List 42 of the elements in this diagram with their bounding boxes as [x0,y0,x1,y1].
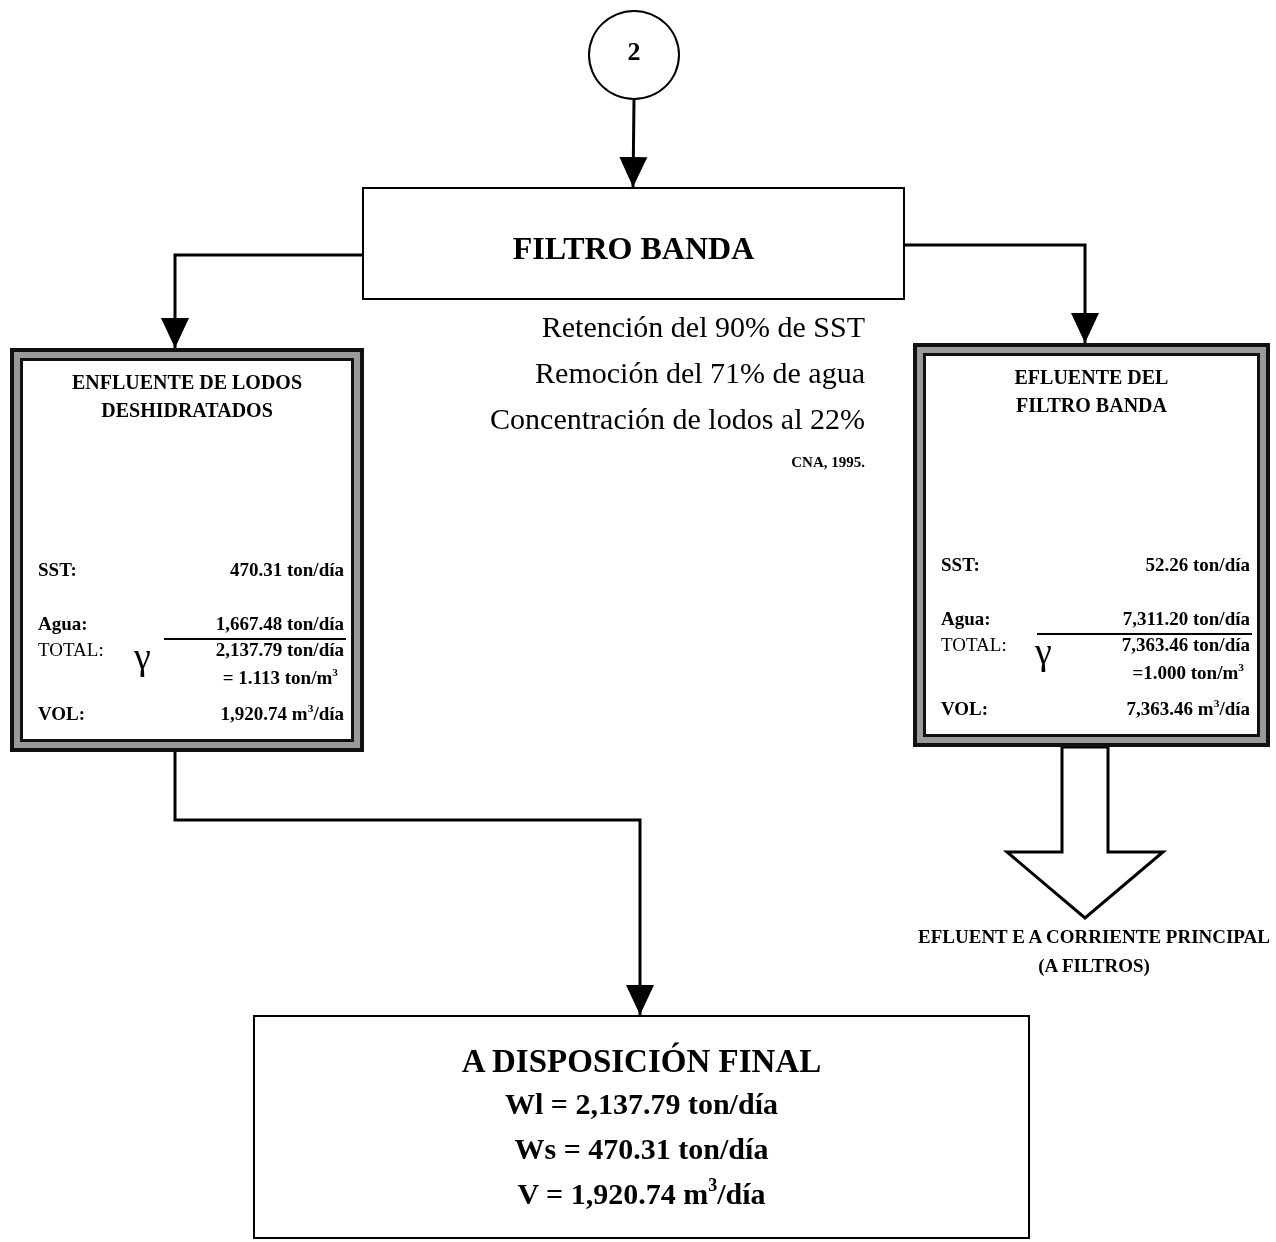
gamma-symbol: γ [1035,631,1052,673]
process-note: Remoción del 71% de agua [535,356,865,390]
arrow [173,752,654,1015]
row-value: 1,920.74 m$^{3}$/día [220,704,344,725]
gamma-symbol: γ [134,636,151,678]
arrow [161,253,362,348]
row-label: SST: [38,560,77,581]
data-box [913,343,1270,747]
row-label: SST: [941,555,980,576]
row-label: TOTAL: [38,640,104,661]
density-value: =1.000 ton/m$^{3}$ [1132,663,1244,684]
arrow [905,243,1099,343]
process-note: Concentración de lodos al 22% [490,402,865,436]
process-note: Retención del 90% de SST [541,310,865,344]
row-value: 52.26 ton/día [1145,555,1250,576]
row-value: 7,311.20 ton/día [1122,609,1250,630]
step-number: 2 [626,38,642,67]
row-value: 470.31 ton/día [229,560,344,581]
flow-value: Wl = 2,137.79 ton/día [504,1087,779,1120]
row-label: TOTAL: [941,635,1007,656]
row-label: VOL: [941,699,989,720]
process-box [253,1015,1030,1239]
row-value: 7,363.46 ton/día [1121,635,1250,656]
process-title: FILTRO BANDA [511,231,756,267]
source-citation: CNA, 1995. [791,454,865,471]
data-box [10,348,364,752]
arrow [619,100,648,187]
row-label: Agua: [38,614,88,635]
process-box [362,187,905,300]
box-title: ENFLUENTE DE LODOS DESHIDRATADOS [70,370,304,423]
block-arrow [1002,745,1168,920]
density-value: = 1.113 ton/m$^{3}$ [222,668,338,689]
row-label: VOL: [38,704,86,725]
row-label: Agua: [941,609,991,630]
row-value: 1,667.48 ton/día [215,614,344,635]
destination-title: A DISPOSICIÓN FINAL [460,1043,823,1080]
row-value: 7,363.46 m$^{3}$/día [1126,699,1250,720]
output-label-text: EFLUENT E A CORRIENTE PRINCIPAL (A FILTROS) [917,925,1271,979]
flow-value: V = 1,920.74 m$^{3}$/día [516,1177,767,1210]
box-title: EFLUENTE DEL FILTRO BANDA [1013,365,1170,418]
flow-value: Ws = 470.31 ton/día [513,1132,770,1165]
row-value: 2,137.79 ton/día [215,640,344,661]
